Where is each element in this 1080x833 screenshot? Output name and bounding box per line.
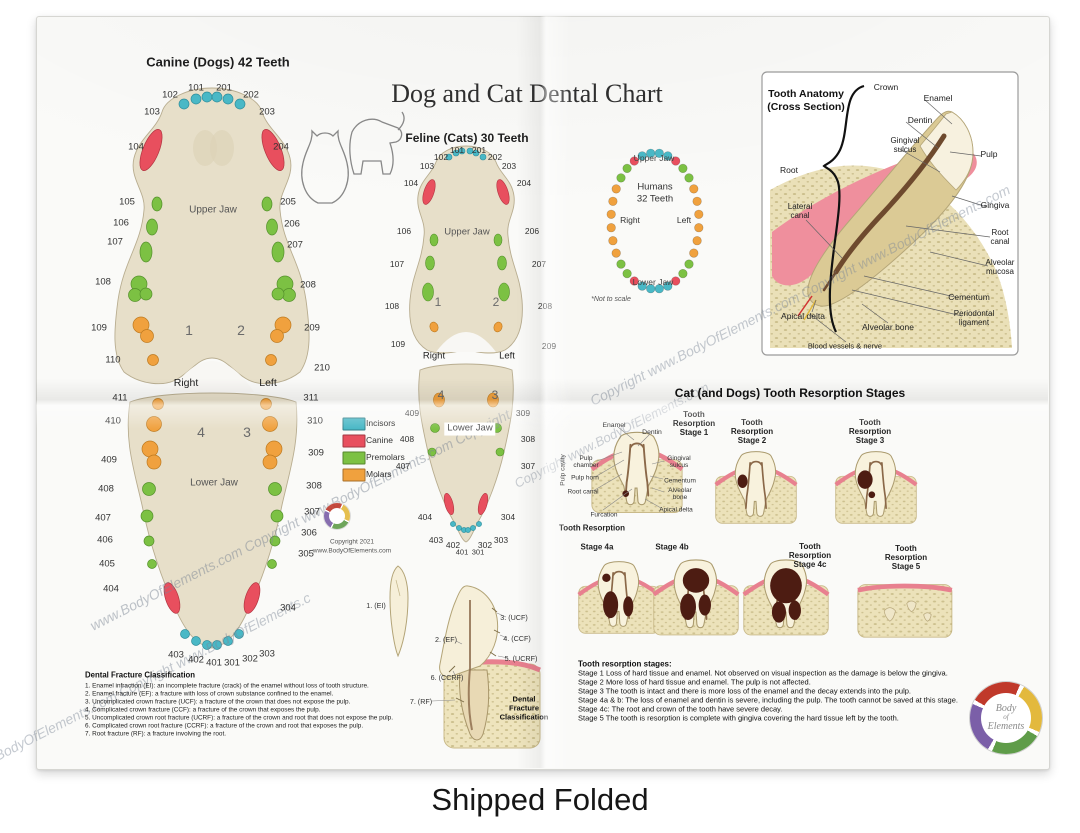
stamp-logo-core (329, 508, 345, 524)
shipped-folded-caption: Shipped Folded (431, 782, 649, 817)
logo-text: Body of Elements (981, 693, 1031, 743)
stamp-logo (324, 503, 350, 529)
logo-line: Elements (987, 720, 1025, 732)
body-of-elements-logo: Body of Elements (970, 682, 1042, 754)
dental-chart-poster (36, 16, 1050, 770)
